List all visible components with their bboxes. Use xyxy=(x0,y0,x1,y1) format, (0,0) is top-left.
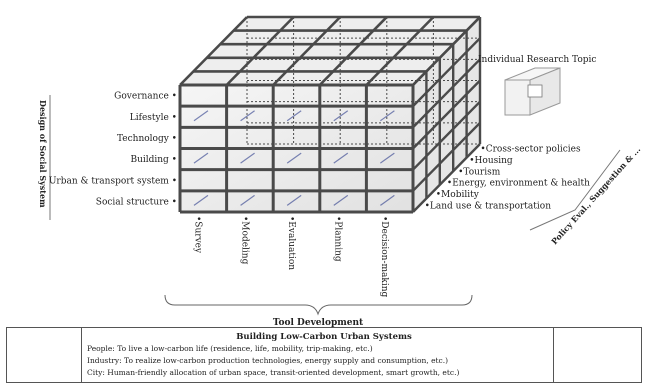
tool-item-label: •Survey xyxy=(193,216,203,254)
cube-accent-stroke xyxy=(240,152,255,164)
cube-top-face xyxy=(180,17,480,85)
cube-top-depth-line xyxy=(179,16,248,86)
cube-right-depth-line xyxy=(412,37,481,108)
cube-right-depth-line xyxy=(412,79,481,150)
tool-item-label: •Evaluation xyxy=(286,216,296,270)
right-axis-group: Policy Eval., Suggestion & ... xyxy=(529,144,642,246)
social-system-labels: Governance • Lifestyle • Technology • Build… xyxy=(49,92,177,208)
social-item-label: Urban & transport system • xyxy=(49,176,177,186)
summary-box-title: Building Low-Carbon Urban Systems xyxy=(236,332,412,342)
cube-right-depth-line xyxy=(412,16,481,86)
cube-accent-stroke xyxy=(286,194,302,206)
cube-right-depth-line xyxy=(412,100,481,171)
tool-item-label: •Planning xyxy=(332,216,342,262)
sector-item-label: •Land use & transportation xyxy=(425,201,552,211)
sector-item-label: •Energy, environment & health xyxy=(447,179,590,189)
individual-topic-label: Individual Research Topic xyxy=(478,55,596,65)
framework-cube xyxy=(178,15,482,214)
summary-line-industry: Industry: To realize low-carbon producti… xyxy=(87,356,449,365)
sector-item-label: •Cross-sector policies xyxy=(480,145,581,155)
cube-accent-stroke xyxy=(380,152,395,164)
cube-accent-stroke xyxy=(286,152,302,164)
tool-development-label: Tool Development xyxy=(273,318,364,328)
tool-development-brace xyxy=(164,294,473,316)
cube-accent-stroke xyxy=(193,110,209,122)
sector-item-label: •Mobility xyxy=(436,190,480,200)
sector-labels: •Cross-sector policies•Housing•Tourism •E… xyxy=(425,145,591,212)
social-item-label: Social structure • xyxy=(96,197,177,207)
cube-right-depth-line xyxy=(412,143,481,213)
cube-right-depth-line xyxy=(412,58,481,129)
cube-accent-stroke xyxy=(333,152,349,164)
cube-accent-stroke xyxy=(380,110,395,122)
tool-item-label: •Decision-making xyxy=(379,216,389,298)
social-item-label: Lifestyle • xyxy=(130,113,177,123)
cube-accent-stroke xyxy=(240,194,255,206)
summary-box-right-divider xyxy=(553,328,554,382)
cube-top-depth-line xyxy=(272,16,342,86)
social-item-label: Governance • xyxy=(114,92,177,102)
cube-accent-stroke xyxy=(333,194,349,206)
summary-line-city: City: Human-friendly allocation of urban… xyxy=(87,368,460,377)
summary-box: Building Low-Carbon Urban Systems People… xyxy=(6,327,642,383)
right-axis-label: Policy Eval., Suggestion & ... xyxy=(549,144,642,246)
cube-right-depth-line xyxy=(412,121,481,192)
sector-item-label: •Housing xyxy=(469,156,513,166)
summary-box-left-divider xyxy=(81,328,82,382)
sector-item-label: •Tourism xyxy=(458,167,501,177)
social-item-label: Technology • xyxy=(117,134,177,144)
cube-accent-stroke xyxy=(286,110,302,122)
cube-grid-lines xyxy=(178,15,482,214)
cube-accent-stroke xyxy=(240,110,255,122)
summary-line-people: People: To live a low-carbon life (resid… xyxy=(87,344,373,353)
cube-top-depth-line xyxy=(225,16,295,86)
tool-item-label: •Modeling xyxy=(239,216,249,265)
left-axis-label: Design of Social System xyxy=(38,100,48,208)
cube-top-depth-line xyxy=(365,16,435,86)
tool-labels: •Survey •Modeling •Evaluation •Planning •Dec… xyxy=(193,216,389,298)
cube-accent-stroke xyxy=(193,194,209,206)
left-axis-group: Design of Social System xyxy=(38,95,51,220)
cube-top-depth-line xyxy=(318,16,388,86)
social-item-label: Building • xyxy=(130,155,177,165)
cube-accent-stroke xyxy=(333,110,349,122)
cube-accent-stroke xyxy=(193,152,209,164)
cube-accent-stroke xyxy=(380,194,395,206)
individual-topic-cube xyxy=(504,67,561,116)
